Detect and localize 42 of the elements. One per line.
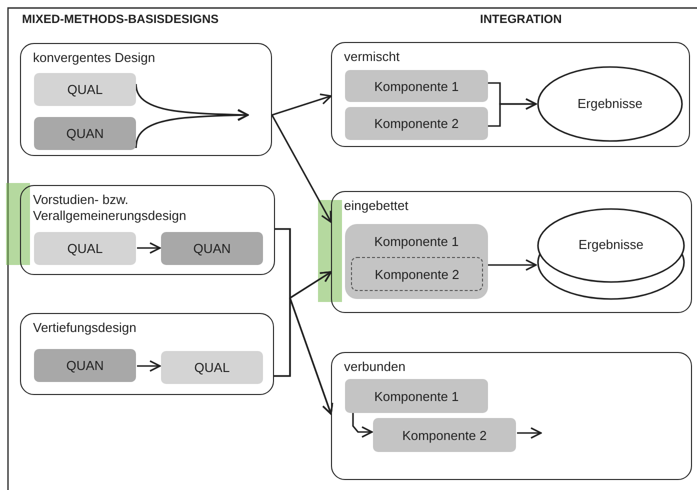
result-label: Ergebnisse [577,236,645,252]
method-box: Komponente 1 [345,70,488,102]
method-box: QUAL [34,232,136,265]
component-label: Komponente 1 [373,234,460,250]
arrow [488,98,537,127]
result-label: Ergebnisse [576,96,644,111]
method-box: QUAN [34,117,136,150]
method-box: Komponente 2 [373,418,516,452]
method-box: Komponente 1 [345,379,488,413]
method-box: QUAL [161,351,263,384]
arrow [488,259,537,271]
embedded-component-box: Komponente 2 [351,257,483,291]
panel-heading: verbunden [344,359,406,375]
design-panel [331,42,690,147]
design-panel [20,313,274,395]
arrow [352,413,373,438]
component-container [345,224,488,299]
panel-heading: vermischt [344,49,400,65]
arrow [137,242,161,254]
method-box: QUAL [34,73,136,106]
method-box: QUAN [34,349,136,382]
arrow [274,297,334,415]
stacked-ellipse [537,208,685,301]
design-panel [20,185,275,275]
arrow [272,94,332,116]
arrow [135,109,249,148]
section-heading: INTEGRATION [480,12,562,26]
arrow [271,114,332,223]
method-box: Komponente 2 [345,107,488,140]
section-heading: MIXED-METHODS-BASISDESIGNS [22,12,219,26]
design-panel [20,43,272,156]
method-box: QUAN [161,232,263,265]
arrow [137,360,161,372]
arrow [135,84,249,121]
panel-heading: Vorstudien- bzw. Verallgemeinerungsdesign [33,192,188,224]
result-ellipse [537,66,683,142]
panel-heading: Vertiefungsdesign [33,320,136,336]
arrow [517,427,542,439]
panel-heading: konvergentes Design [33,50,156,66]
panel-heading: eingebettet [344,198,408,214]
design-panel [331,191,692,313]
design-panel [331,352,692,480]
